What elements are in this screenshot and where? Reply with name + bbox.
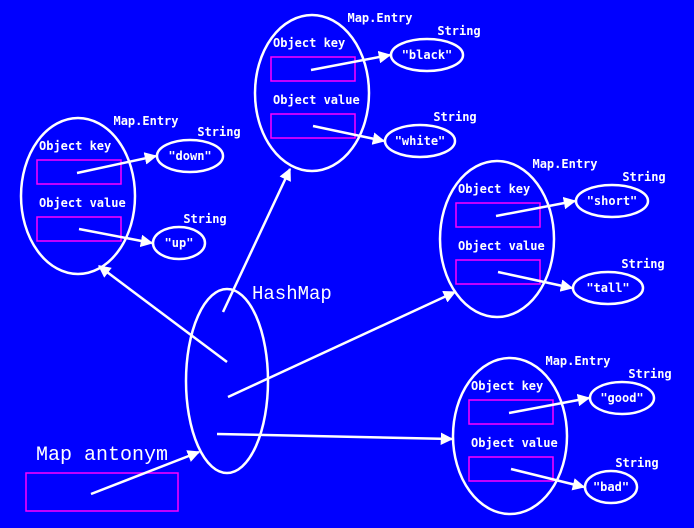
- key-string-value: "down": [168, 149, 211, 163]
- arrow-variable-to-hashmap: [90, 450, 201, 496]
- value-type-label: String: [615, 456, 658, 470]
- value-string-ellipse: [383, 123, 457, 159]
- arrow-hashmap-to-entry-3: [227, 290, 457, 399]
- key-string-ellipse: [389, 37, 465, 73]
- value-label: Object value: [39, 196, 126, 210]
- arrow-key-to-string: [495, 196, 577, 218]
- value-label: Object value: [458, 239, 545, 253]
- value-box: [468, 456, 554, 482]
- value-string-value: "tall": [586, 281, 629, 295]
- key-label: Object key: [471, 379, 543, 393]
- value-string-value: "bad": [593, 480, 629, 494]
- value-type-label: String: [183, 212, 226, 226]
- arrow-value-to-string: [312, 124, 386, 145]
- value-box: [36, 216, 122, 242]
- key-string-value: "good": [600, 391, 643, 405]
- value-label: Object value: [273, 93, 360, 107]
- hashmap-label: HashMap: [252, 283, 332, 305]
- value-type-label: String: [621, 257, 664, 271]
- key-box: [36, 159, 122, 185]
- key-label: Object key: [39, 139, 111, 153]
- value-label: Object value: [471, 436, 558, 450]
- arrow-key-to-string: [310, 50, 392, 72]
- entry-ellipse: [438, 159, 556, 319]
- hashmap-arrows: [90, 167, 457, 496]
- key-string-ellipse: [574, 183, 650, 219]
- entry-title: Map.Entry: [347, 11, 412, 25]
- key-box: [455, 202, 541, 228]
- entry-title: Map.Entry: [532, 157, 597, 171]
- hashmap-node: HashMap: [184, 283, 332, 475]
- arrow-hashmap-to-entry-1: [98, 265, 228, 363]
- arrow-key-to-string: [76, 152, 158, 175]
- arrow-hashmap-to-entry-2: [221, 167, 292, 313]
- arrow-value-to-string: [510, 467, 586, 491]
- variable-label: Map antonym: [36, 444, 168, 467]
- key-box: [270, 56, 356, 82]
- arrow-key-to-string: [508, 393, 591, 415]
- entry-title: Map.Entry: [545, 354, 610, 368]
- entry-title: Map.Entry: [113, 114, 178, 128]
- entry-ellipse: [19, 116, 137, 276]
- hashmap-ellipse: [184, 287, 270, 475]
- key-label: Object key: [458, 182, 530, 196]
- value-string-ellipse: [571, 270, 645, 306]
- key-string-value: "black": [402, 48, 453, 62]
- value-string-ellipse: [583, 469, 639, 505]
- entry-ellipse: [253, 13, 371, 173]
- value-type-label: String: [433, 110, 476, 124]
- key-type-label: String: [622, 170, 665, 184]
- value-string-ellipse: [151, 225, 207, 261]
- key-string-value: "short": [587, 194, 638, 208]
- key-label: Object key: [273, 36, 345, 50]
- key-string-ellipse: [588, 380, 656, 416]
- arrow-hashmap-to-entry-4: [216, 432, 454, 446]
- variable-box: [25, 472, 179, 512]
- key-box: [468, 399, 554, 425]
- value-string-value: "up": [165, 236, 194, 250]
- entry-ellipse: [451, 356, 569, 516]
- value-box: [455, 259, 541, 285]
- value-box: [270, 113, 356, 139]
- key-string-ellipse: [155, 138, 225, 174]
- key-type-label: String: [437, 24, 480, 38]
- arrow-value-to-string: [497, 270, 574, 292]
- value-string-value: "white": [395, 134, 446, 148]
- key-type-label: String: [628, 367, 671, 381]
- key-type-label: String: [197, 125, 240, 139]
- variable-node: Map antonym: [25, 444, 179, 512]
- arrow-value-to-string: [78, 227, 154, 248]
